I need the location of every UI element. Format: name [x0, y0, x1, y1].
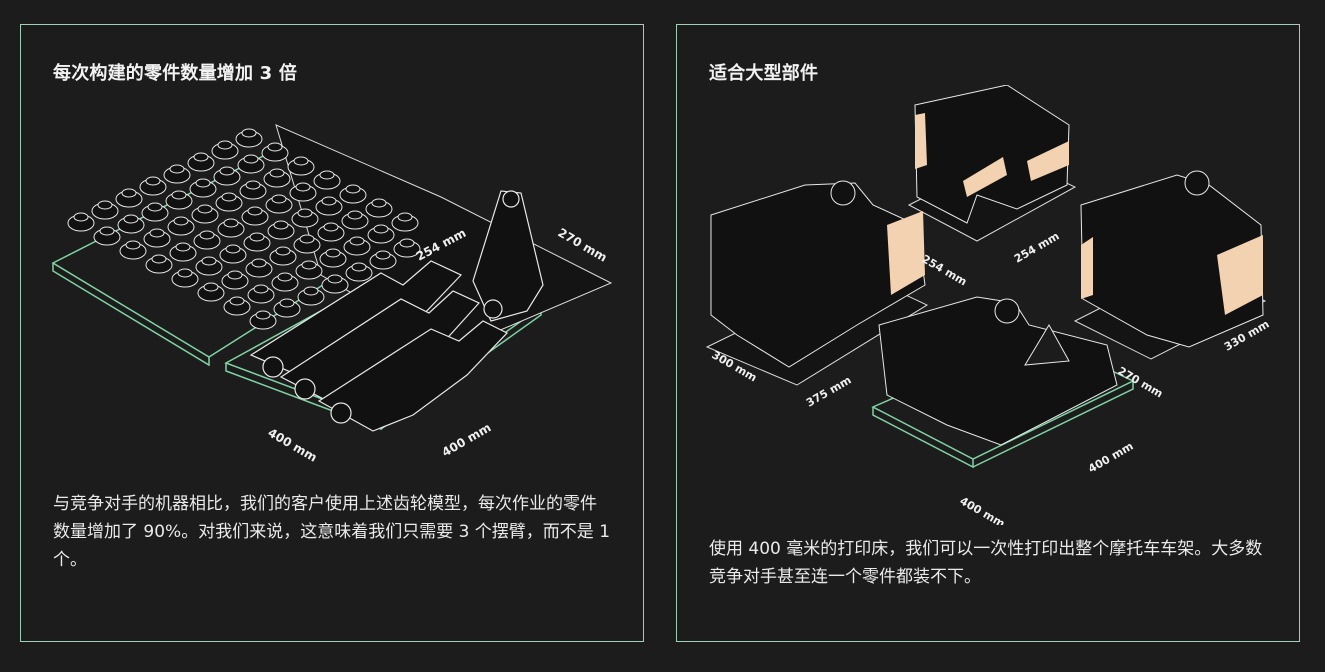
gear-hub — [173, 216, 189, 226]
gear-hub — [97, 200, 113, 210]
gear-hub — [397, 212, 413, 222]
gear-hub — [201, 256, 217, 266]
gear-hub — [373, 224, 389, 234]
gear-hub — [271, 194, 287, 204]
gear-hub — [347, 210, 363, 220]
gear-hub — [251, 258, 267, 268]
gear-hub — [253, 284, 269, 294]
gear-hub — [223, 218, 239, 228]
gear-hub — [255, 310, 271, 320]
gears-and-swingarms-illustration: 254 mm 270 mm 400 mm 400 mm — [51, 124, 613, 465]
feature-card-parts-per-build: 每次构建的零件数量增加 3 倍 — [20, 24, 644, 642]
dim-label: 400 mm — [958, 494, 1008, 525]
gear-hub — [175, 242, 191, 252]
gear-hub — [327, 274, 343, 284]
gear-hub — [273, 220, 289, 230]
gear-hub — [399, 238, 415, 248]
gear-hub — [171, 190, 187, 200]
gear-hub — [269, 168, 285, 178]
gear-hub — [241, 128, 257, 138]
gear-hub — [177, 268, 193, 278]
gear-hub — [319, 170, 335, 180]
gear-hub — [349, 236, 365, 246]
dim-label: 400 mm — [266, 425, 320, 464]
dim-label: 400 mm — [1086, 439, 1136, 475]
swingarm-models — [249, 190, 544, 432]
gear-hub — [147, 202, 163, 212]
gear-hub — [345, 184, 361, 194]
gear-hub — [99, 226, 115, 236]
dim-label: 254 mm — [920, 252, 970, 288]
gear-hub — [193, 152, 209, 162]
gear-hub — [301, 260, 317, 270]
gear-hub — [247, 206, 263, 216]
gear-hub — [219, 166, 235, 176]
gear-hub — [277, 272, 293, 282]
motorcycle-frame-illustration: 254 mm 254 mm 300 mm 375 mm 270 mm 330 m… — [705, 85, 1272, 525]
gear-hub — [197, 204, 213, 214]
gear-hub — [295, 182, 311, 192]
card-body: 与竞争对手的机器相比，我们的客户使用上述齿轮模型，每次作业的零件数量增加了 90… — [53, 494, 611, 570]
gear-hub — [267, 142, 283, 152]
gear-hub — [227, 270, 243, 280]
gear-hub — [275, 246, 291, 256]
card-title: 每次构建的零件数量增加 3 倍 — [53, 63, 298, 84]
gear-hub — [123, 214, 139, 224]
gear-hub — [323, 222, 339, 232]
gear-hub — [371, 198, 387, 208]
gear-hub — [121, 188, 137, 198]
feature-card-large-parts: 适合大型部件 254 mm — [676, 24, 1300, 642]
gear-hub — [299, 234, 315, 244]
gear-hub — [221, 192, 237, 202]
gear-hub — [151, 254, 167, 264]
dim-label: 375 mm — [804, 373, 854, 409]
gear-hub — [243, 154, 259, 164]
dim-label: 400 mm — [440, 420, 494, 459]
gear-hub — [225, 244, 241, 254]
gear-hub — [245, 180, 261, 190]
card-title: 适合大型部件 — [709, 63, 819, 84]
gear-hub — [279, 298, 295, 308]
gear-hub — [217, 140, 233, 150]
gear-models — [67, 128, 421, 330]
gear-hub — [375, 250, 391, 260]
gear-hub — [149, 228, 165, 238]
gear-hub — [293, 156, 309, 166]
card-body: 使用 400 毫米的打印床，我们可以一次性打印出整个摩托车车架。大多数竞争对手甚… — [709, 539, 1263, 587]
gear-hub — [249, 232, 265, 242]
dim-label: 254 mm — [1012, 229, 1062, 265]
gear-hub — [321, 196, 337, 206]
gear-hub — [73, 212, 89, 222]
gear-hub — [145, 176, 161, 186]
gear-hub — [199, 230, 215, 240]
gear-hub — [303, 286, 319, 296]
gear-hub — [297, 208, 313, 218]
gear-hub — [229, 296, 245, 306]
gear-hub — [203, 282, 219, 292]
gear-hub — [325, 248, 341, 258]
gear-hub — [125, 240, 141, 250]
gear-hub — [195, 178, 211, 188]
gear-hub — [169, 164, 185, 174]
gear-hub — [351, 262, 367, 272]
